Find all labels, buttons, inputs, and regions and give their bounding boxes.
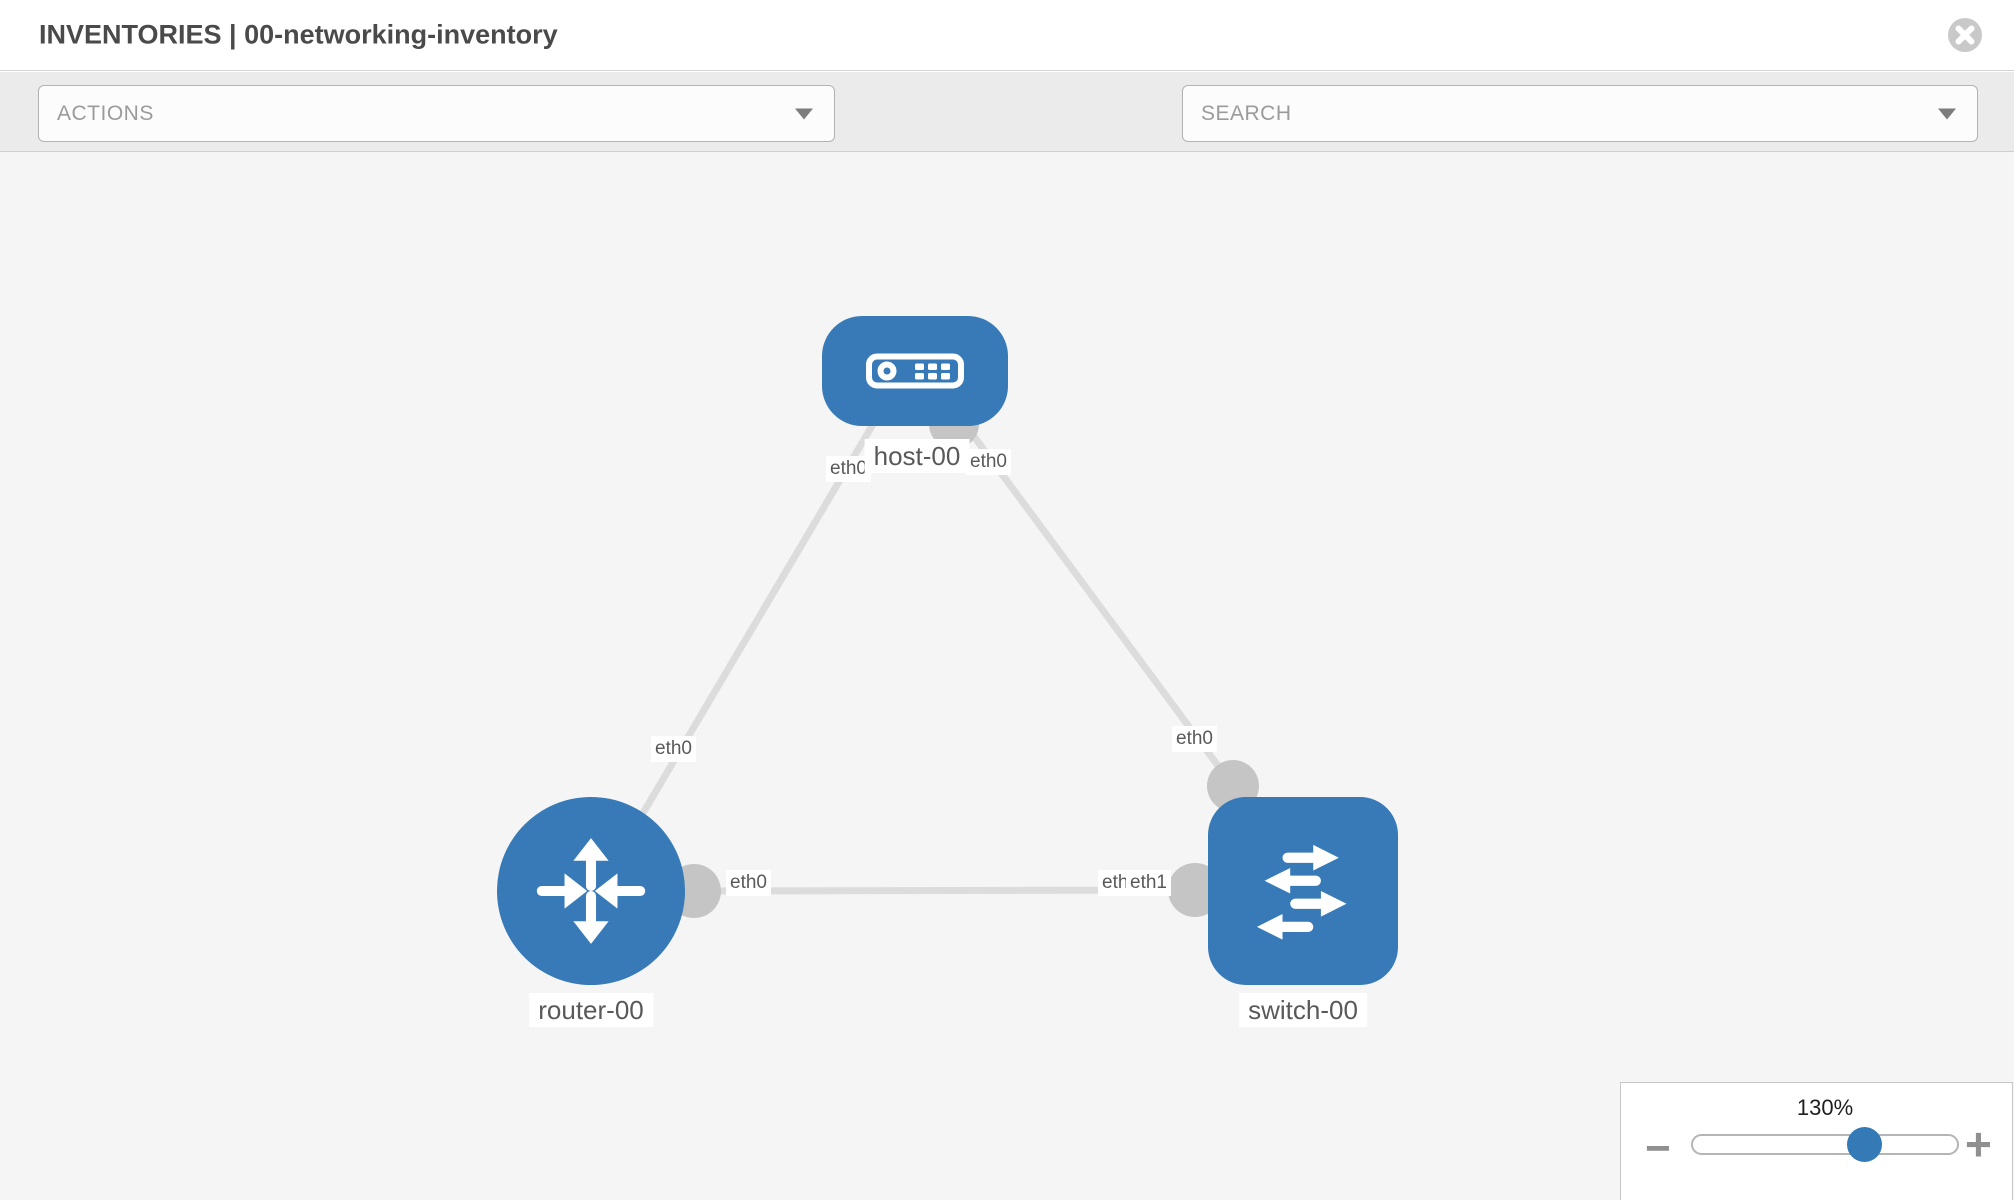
zoom-level-readout: 130% [1796, 1095, 1854, 1120]
node-switch-00[interactable] [1208, 797, 1398, 985]
router-icon [536, 838, 646, 944]
topology-canvas[interactable]: eth0 eth0 eth0 eth0 eth0 eth0 eth1 host-… [0, 152, 2014, 1200]
toolbar: ACTIONS [0, 72, 2014, 204]
interface-label: eth0 [966, 449, 1011, 475]
node-router-00[interactable] [497, 797, 685, 985]
zoom-slider-thumb[interactable] [1847, 1127, 1882, 1162]
node-host-00[interactable] [822, 316, 1008, 426]
close-icon [1948, 18, 1982, 52]
actions-dropdown[interactable]: ACTIONS [38, 85, 835, 142]
node-label-host: host-00 [864, 439, 970, 473]
zoom-slider-track[interactable] [1691, 1127, 1959, 1162]
close-button[interactable] [1947, 17, 1983, 53]
zoom-out-button[interactable]: − [1645, 1124, 1671, 1173]
modal-header: INVENTORIES | 00-networking-inventory [0, 0, 2014, 71]
node-label-router: router-00 [529, 993, 653, 1027]
links-layer [616, 401, 1236, 895]
page-title: INVENTORIES | 00-networking-inventory [39, 19, 558, 50]
chevron-down-icon [795, 108, 813, 119]
host-icon [866, 353, 964, 389]
search-combobox[interactable] [1182, 85, 1978, 142]
interface-label: eth0 [726, 870, 771, 896]
interface-label: eth0 [826, 456, 871, 482]
interface-label: eth0 [1172, 726, 1217, 752]
zoom-panel: 130% − + [1620, 1082, 2013, 1200]
zoom-in-button[interactable]: + [1965, 1118, 1992, 1170]
switch-icon [1256, 844, 1347, 940]
search-input[interactable] [1183, 86, 1977, 141]
interface-label: eth0 [651, 736, 696, 762]
chevron-down-icon [1938, 108, 1956, 119]
interface-label: eth1 [1126, 870, 1171, 896]
actions-dropdown-label: ACTIONS [57, 101, 154, 125]
node-label-switch: switch-00 [1239, 993, 1367, 1027]
